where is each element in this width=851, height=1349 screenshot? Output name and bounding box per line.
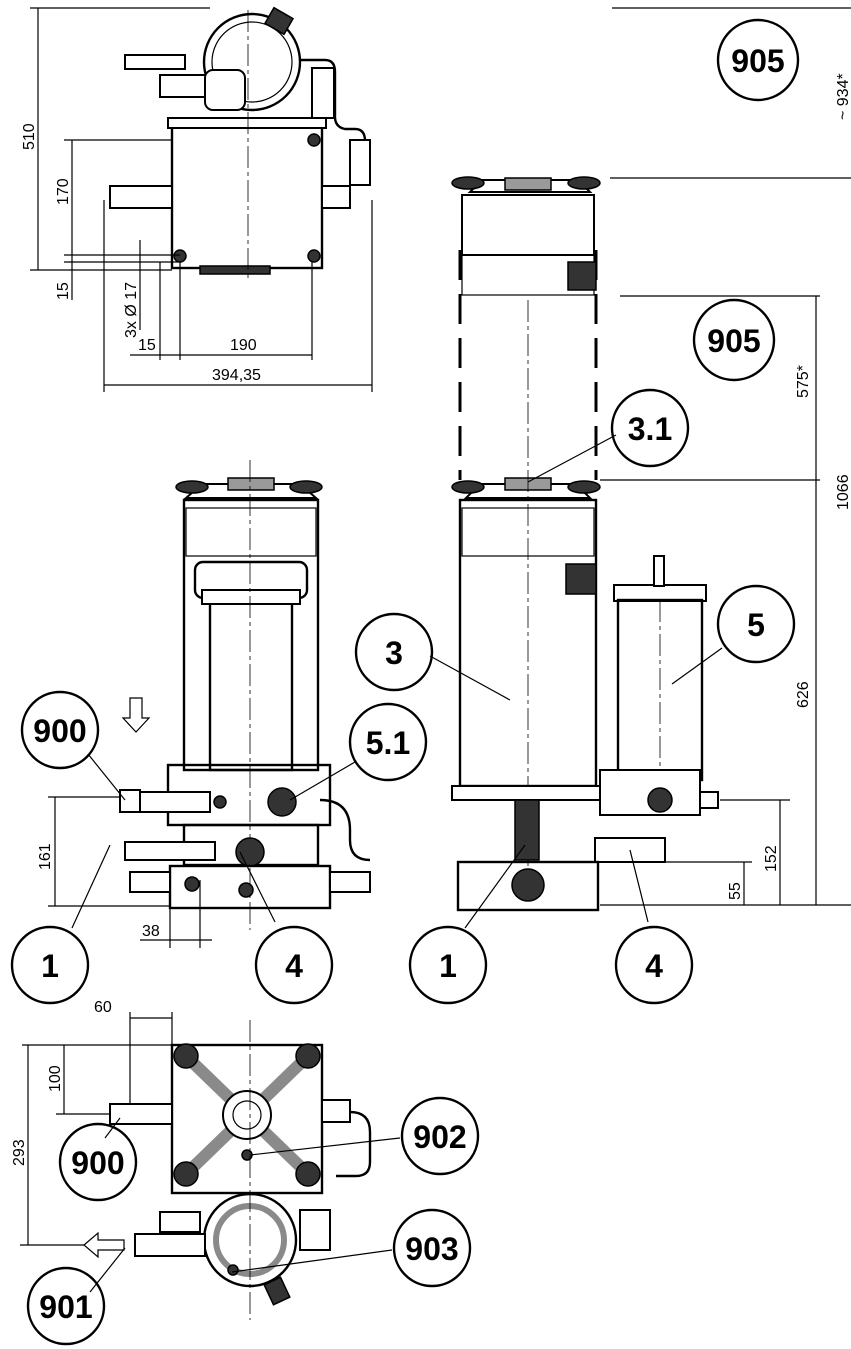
dim-161: 161 [37,843,54,870]
dim-1066: 1066 [835,474,851,510]
callout-bubble-905-top [716,18,800,102]
top-view-clamp [263,6,295,36]
top-view-pump [159,74,211,98]
callout-3-1: 3.1 [628,411,672,447]
top-view: 510 170 15 3x Ø 17 15 190 394,35 [21,6,373,392]
dim-3x-diameter-17: 3x Ø 17 [123,282,140,338]
callout-901: 901 [39,1289,92,1325]
dim-15-bottom: 15 [138,337,156,354]
top-view-hose-end [349,139,371,186]
top-view-port-right [321,185,351,209]
callout-bubble-4-front [254,925,334,1005]
callout-905-top: 905 [731,43,784,79]
callouts: 905 905 3.1 3 5 900 5.1 1 4 1 4 900 902 … [10,18,800,1346]
dim-934: ~ 934* [835,73,851,120]
top-view-tank-rim [167,117,327,129]
callout-902: 902 [413,1119,466,1155]
dim-15-left: 15 [55,282,72,300]
callout-bubble-903 [392,1208,472,1288]
dim-190: 190 [230,337,257,354]
dim-394-35: 394,35 [212,367,261,384]
flow-arrow-down-icon [121,697,151,733]
dim-100: 100 [47,1065,64,1092]
dim-38: 38 [142,923,160,940]
dim-293: 293 [11,1139,28,1166]
callout-903: 903 [405,1231,458,1267]
callout-bubble-902 [400,1096,480,1176]
callout-1-side: 1 [439,948,457,984]
callout-bubble-3 [354,612,434,692]
dim-510: 510 [21,123,38,150]
callout-5: 5 [747,607,765,643]
callout-bubble-1-front [10,925,90,1005]
callout-900-front: 900 [33,713,86,749]
front-view: 161 38 [37,460,371,948]
callout-bubble-900-bottom [58,1122,138,1202]
callout-leaders [71,434,723,1293]
callout-3: 3 [385,635,403,671]
callout-bubble-900-front [20,690,100,770]
callout-5-1: 5.1 [366,725,410,761]
callout-4-side: 4 [645,948,663,984]
top-view-hose-fitting [311,67,335,119]
callout-900-bottom: 900 [71,1145,124,1181]
side-view-logo-plate [565,563,597,595]
callout-bubble-4-side [614,925,694,1005]
side-view-upper-lid [461,194,595,256]
top-view-port-left [109,185,173,209]
bottom-view-center-port [222,1090,272,1140]
top-view-mount-hole-3 [307,133,321,147]
callout-bubble-901 [26,1266,106,1346]
callout-bubble-1-side [408,925,488,1005]
callout-905-mid: 905 [707,323,760,359]
dim-60: 60 [94,999,112,1016]
top-view-pipe-left [124,54,186,70]
dim-575: 575* [795,365,812,398]
callout-bubble-3-1 [610,388,690,468]
callout-1-front: 1 [41,948,59,984]
callout-bubble-5 [716,584,796,664]
callout-bubble-905-mid [692,298,776,382]
callout-bubble-5-1 [348,702,428,782]
top-view-mount-hole-1 [173,249,187,263]
top-view-hose [300,58,367,176]
dim-626: 626 [795,681,812,708]
dim-170: 170 [55,178,72,205]
side-view-base [456,860,600,912]
side-view: ~ 934* 575* 1066 626 152 55 [451,7,851,912]
front-view-filter-element [208,598,294,772]
dim-152: 152 [763,845,780,872]
front-view-housing [182,498,320,772]
outlet-arrow-left-icon [83,1231,125,1259]
top-view-housing-ring [202,12,302,112]
top-view-tank [170,120,324,270]
top-view-mount-hole-2 [307,249,321,263]
dim-55: 55 [727,882,744,900]
top-view-base [199,265,271,275]
top-view-housing-inner [211,21,293,103]
top-view-elbow [204,69,246,111]
bottom-view: 60 100 293 [11,999,372,1320]
callout-4-front: 4 [285,948,303,984]
